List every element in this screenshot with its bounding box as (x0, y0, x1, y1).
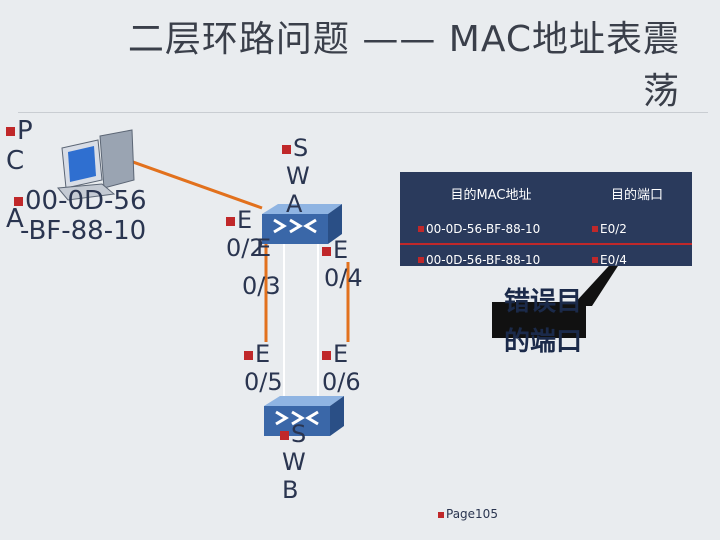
bullet-icon (226, 217, 235, 226)
bullet-icon (282, 145, 291, 154)
table-row: 00-0D-56-BF-88-10 E0/4 (400, 244, 692, 274)
port-e0-4-label: E 0/4 (322, 236, 363, 292)
switch-a-label: S W A (282, 134, 310, 218)
port-e0-5-label: E 0/5 (244, 340, 283, 396)
bullet-icon (6, 127, 15, 136)
bullet-icon (592, 257, 598, 263)
table-row: 00-0D-56-BF-88-10 E0/2 (400, 214, 692, 244)
column-header-mac: 目的MAC地址 (400, 172, 582, 214)
bullet-icon (418, 226, 424, 232)
bullet-icon (592, 226, 598, 232)
switch-b-label: S W B (280, 420, 306, 504)
bullet-icon (322, 247, 331, 256)
pc-a-label: P C (6, 116, 33, 176)
error-port-callout: 错误目 的端口 (504, 282, 582, 362)
port-e0-3-number: 0/3 (242, 272, 281, 300)
port-e0-3-label: E (256, 234, 271, 262)
bullet-icon (14, 197, 23, 206)
bullet-icon (418, 257, 424, 263)
mac-address-table: 目的MAC地址 目的端口 00-0D-56-BF-88-10 E0/2 00-0… (400, 172, 692, 266)
page-number: Page105 (438, 507, 498, 521)
bullet-icon (438, 512, 444, 518)
bullet-icon (280, 431, 289, 440)
bullet-icon (322, 351, 331, 360)
bullet-icon (244, 351, 253, 360)
port-e0-6-label: E 0/6 (322, 340, 361, 396)
column-header-port: 目的端口 (582, 172, 692, 214)
table-header-row: 目的MAC地址 目的端口 (400, 172, 692, 214)
pc-mac-address: 00-0D-56 -BF-88-10 (14, 186, 147, 246)
